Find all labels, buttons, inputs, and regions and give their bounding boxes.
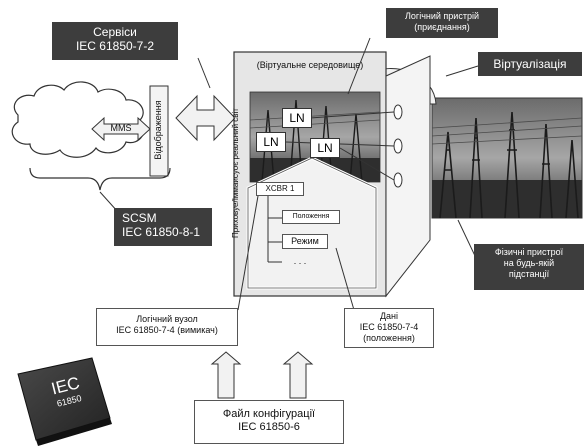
connector-3 <box>394 173 402 187</box>
data-standard: IEC 61850-7-4 <box>345 322 433 333</box>
scsm-title: SCSM <box>122 211 212 225</box>
logical-node-ln-3: LN <box>310 138 340 158</box>
mapping-label: Відображення <box>153 85 164 175</box>
tree-ellipsis: . . . <box>282 256 318 267</box>
physical-devices-line-2: на будь-якій <box>474 258 584 269</box>
virtualization-plate <box>386 56 430 296</box>
data-title: Дані <box>345 311 433 322</box>
scsm-standard: IEC 61850-8-1 <box>122 225 212 239</box>
mms-label: MMS <box>106 123 136 134</box>
network-cloud <box>12 82 144 157</box>
logical-node-label: Логічний вузол IEC 61850-7-4 (вимикач) <box>96 308 238 346</box>
config-arrow-left <box>212 352 240 398</box>
substation-photo <box>432 98 582 218</box>
logical-node-standard: IEC 61850-7-4 (вимикач) <box>97 325 237 336</box>
logical-node-title: Логічний вузол <box>97 314 237 325</box>
logical-device-title: Логічний пристрій <box>386 11 498 22</box>
physical-devices-label: Фізичні пристрої на будь-якій підстанції <box>474 244 584 290</box>
config-file-label: Файл конфігурації IEC 61850-6 <box>194 400 344 444</box>
connector-1 <box>394 105 402 119</box>
virtual-environment-title: (Віртуальне середовище) <box>238 60 382 71</box>
hidden-world-label: Приховуе/Іммаисуоє реальний світ <box>231 93 241 253</box>
services-arrow <box>176 96 235 140</box>
logical-node-ln-2: LN <box>256 132 286 152</box>
physical-devices-line-1: Фізичні пристрої <box>474 247 584 258</box>
connector-2 <box>394 139 402 153</box>
virtualization-label: Віртуалізація <box>478 52 582 76</box>
physical-devices-line-3: підстанції <box>474 269 584 280</box>
services-title: Сервіси <box>52 25 178 39</box>
services-standard: IEC 61850-7-2 <box>52 39 178 53</box>
data-label: Дані IEC 61850-7-4 (положення) <box>344 308 434 348</box>
config-file-standard: IEC 61850-6 <box>195 421 343 434</box>
scsm-brace <box>30 168 170 190</box>
config-file-title: Файл конфігурації <box>195 408 343 421</box>
data-subtitle: (положення) <box>345 333 433 344</box>
logical-device-subtitle: (приєднання) <box>386 22 498 33</box>
virtualization-title: Віртуалізація <box>493 57 566 71</box>
scsm-label: SCSM IEC 61850-8-1 <box>114 208 212 246</box>
logical-device-label: Логічний пристрій (приєднання) <box>386 8 498 38</box>
mode-data: Режим <box>282 234 328 249</box>
config-arrow-right <box>284 352 312 398</box>
virtualization-leader <box>446 66 478 76</box>
services-label: Сервіси IEC 61850-7-2 <box>52 22 178 60</box>
position-data: Положення <box>282 210 340 224</box>
xcbr-node: XCBR 1 <box>256 182 304 196</box>
services-leader <box>198 58 210 88</box>
logical-node-ln-1: LN <box>282 108 312 128</box>
